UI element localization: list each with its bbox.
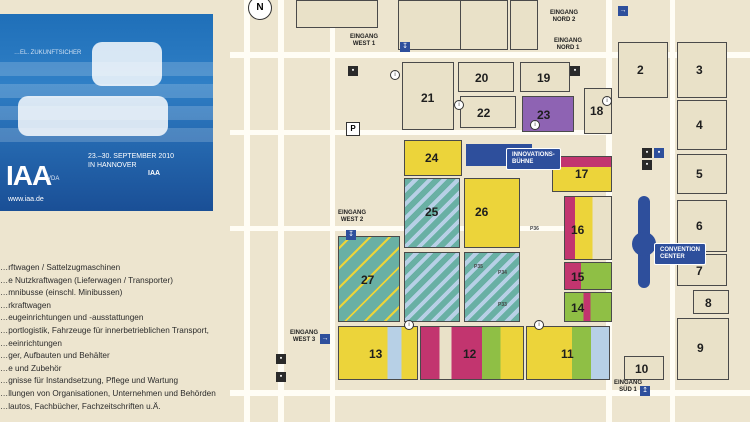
- parking-icon: P: [346, 122, 360, 136]
- poster-iaa-logo: IAA: [148, 170, 161, 177]
- convention-center-rotunda: [632, 232, 656, 256]
- entrance-icon: →: [618, 6, 628, 16]
- hall-block: [296, 0, 378, 28]
- entrance-icon: →: [320, 334, 330, 344]
- info-icon: i: [534, 320, 544, 330]
- info-icon: i: [390, 70, 400, 80]
- poster-stripe: [0, 84, 213, 98]
- hall-26[interactable]: 26: [464, 178, 520, 248]
- service-icon: ▪: [570, 66, 580, 76]
- hall-21[interactable]: 21: [402, 62, 454, 130]
- entrance-icon: ↥: [640, 386, 650, 396]
- fairground-map: N 2 3 4 5 6 7 8 9 10 11 12 13 14 15 16 1…: [230, 0, 750, 422]
- legend-item: …gnisse für Instandsetzung, Pflege und W…: [0, 376, 179, 386]
- legend-item: …eugeinrichtungen und -ausstattungen: [0, 313, 144, 323]
- hall-3[interactable]: 3: [677, 42, 727, 98]
- north-compass-icon: N: [248, 0, 272, 20]
- entrance-west-2-label: EINGANG WEST 2: [338, 210, 367, 223]
- truck-graphic: [92, 42, 162, 86]
- info-icon: i: [404, 320, 414, 330]
- hall-15[interactable]: 15: [564, 262, 612, 290]
- hall-24[interactable]: 24: [404, 140, 462, 176]
- hall-27[interactable]: 27: [338, 236, 400, 322]
- road: [278, 0, 284, 422]
- entrance-icon: ↧: [346, 230, 356, 240]
- legend-item: …rkraftwagen: [0, 300, 51, 310]
- hall-12[interactable]: 12: [420, 326, 524, 380]
- info-icon: i: [530, 120, 540, 130]
- entrance-icon: ↧: [400, 42, 410, 52]
- service-icon: ▪: [642, 160, 652, 170]
- info-icon: i: [454, 100, 464, 110]
- service-icon: ▪: [642, 148, 652, 158]
- poster-website: www.iaa.de: [8, 196, 44, 203]
- iaa-poster: …EL. ZUKUNFTSICHER IAA 23.–30. SEPTEMBER…: [0, 14, 213, 211]
- parking-label: P36: [530, 226, 539, 232]
- service-icon: ▪: [654, 148, 664, 158]
- service-icon: ▪: [276, 354, 286, 364]
- legend-item: …mnibusse (einschl. Minibussen): [0, 288, 123, 298]
- hall-25[interactable]: 25: [404, 178, 460, 248]
- info-icon: i: [602, 96, 612, 106]
- parking-label: P35: [474, 264, 483, 270]
- hall-19[interactable]: 19: [520, 62, 570, 92]
- legend-item: …rftwagen / Sattelzugmaschinen: [0, 263, 121, 272]
- hall-p-block[interactable]: [404, 252, 460, 322]
- poster-vda: VDA: [47, 176, 60, 182]
- road: [230, 130, 610, 135]
- service-icon: ▪: [348, 66, 358, 76]
- hall-18[interactable]: 18: [584, 88, 612, 134]
- legend-item: …e und Zubehör: [0, 363, 62, 373]
- legend-item: …lautos, Fachbücher, Fachzeitschriften u…: [0, 401, 161, 411]
- road: [670, 0, 675, 422]
- hall-p-block-2[interactable]: [464, 252, 520, 322]
- legend-item: …ger, Aufbauten und Behälter: [0, 351, 110, 361]
- legend-item: …eeinrichtungen: [0, 338, 62, 348]
- bus-graphic: [18, 96, 168, 136]
- hall-5[interactable]: 5: [677, 154, 727, 194]
- hall-10[interactable]: 10: [624, 356, 664, 380]
- road: [230, 390, 750, 396]
- hall-4[interactable]: 4: [677, 100, 727, 150]
- poster-date: 23.–30. SEPTEMBER 2010 IN HANNOVER: [88, 153, 174, 169]
- hall-17[interactable]: 17: [552, 156, 612, 192]
- hall-2[interactable]: 2: [618, 42, 668, 98]
- convention-center-label: CONVENTION CENTER: [654, 243, 707, 265]
- legend-item: …llungen von Organisationen, Unternehmen…: [0, 388, 216, 398]
- hall-block: [460, 0, 508, 50]
- legend: …rftwagen / Sattelzugmaschinen …e Nutzkr…: [0, 262, 265, 413]
- entrance-sued-1-label: EINGANG SÜD 1: [614, 380, 643, 393]
- poster-title: IAA: [6, 160, 52, 191]
- hall-22[interactable]: 22: [460, 96, 516, 128]
- hall-11[interactable]: 11: [526, 326, 610, 380]
- road: [244, 0, 250, 422]
- hall-9[interactable]: 9: [677, 318, 729, 380]
- road: [230, 52, 750, 58]
- hall-20[interactable]: 20: [458, 62, 514, 92]
- hall-8[interactable]: 8: [693, 290, 729, 314]
- entrance-nord-2-label: EINGANG NORD 2: [550, 10, 579, 23]
- hall-13[interactable]: 13: [338, 326, 418, 380]
- entrance-west-3-label: EINGANG WEST 3: [290, 330, 319, 343]
- hall-14[interactable]: 14: [564, 292, 612, 322]
- road: [330, 0, 335, 422]
- legend-item: …portlogistik, Fahrzeuge für innerbetrie…: [0, 325, 209, 335]
- legend-item: …e Nutzkraftwagen (Lieferwagen / Transpo…: [0, 275, 173, 285]
- parking-label: P34: [498, 270, 507, 276]
- entrance-nord-1-label: EINGANG NORD 1: [554, 38, 583, 51]
- poster-slogan: …EL. ZUKUNFTSICHER: [14, 50, 82, 56]
- service-icon: ▪: [276, 372, 286, 382]
- innovation-stage-label: INNOVATIONS- BÜHNE: [506, 148, 561, 170]
- hall-block: [510, 0, 538, 50]
- hall-16[interactable]: 16: [564, 196, 612, 260]
- parking-label: P33: [498, 302, 507, 308]
- entrance-west-1-label: EINGANG WEST 1: [350, 34, 379, 47]
